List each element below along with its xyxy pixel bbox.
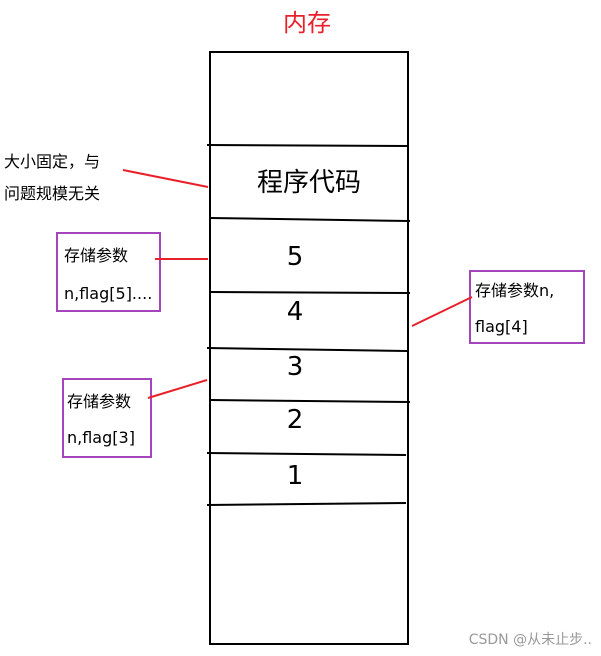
- frame5-note-box: [56, 232, 161, 312]
- divider-line: [206, 502, 407, 506]
- diagram-title: 内存: [283, 9, 331, 37]
- divider-line: [209, 399, 411, 403]
- frame4-note-line2: flag[4]: [475, 317, 528, 336]
- connector-line: [147, 379, 208, 399]
- connector-line: [122, 169, 209, 188]
- frame-label: 1: [287, 461, 304, 491]
- frame5-note-line2: n,flag[5]....: [64, 284, 152, 303]
- divider-line: [209, 291, 411, 294]
- code-segment-label: 程序代码: [257, 168, 361, 198]
- fixed-size-note-line2: 问题规模无关: [4, 184, 100, 203]
- divider-line: [206, 347, 408, 352]
- frame-label: 4: [287, 297, 304, 327]
- frame3-note-box: [62, 378, 152, 458]
- frame3-note-line2: n,flag[3]: [67, 428, 135, 447]
- connector-line: [411, 296, 473, 327]
- frame4-note-box: [469, 270, 585, 344]
- watermark-text: CSDN @从未止步..: [469, 632, 592, 648]
- frame5-note-line1: 存储参数: [64, 246, 128, 265]
- divider-line: [206, 452, 407, 456]
- frame-label: 5: [287, 242, 304, 272]
- frame4-note-line1: 存储参数n,: [475, 281, 554, 300]
- frame-label: 3: [287, 352, 304, 382]
- frame-label: 2: [287, 405, 304, 435]
- divider-line: [209, 217, 411, 222]
- frame3-note-line1: 存储参数: [67, 392, 131, 411]
- fixed-size-note-line1: 大小固定，与: [4, 152, 100, 171]
- divider-line: [206, 144, 408, 147]
